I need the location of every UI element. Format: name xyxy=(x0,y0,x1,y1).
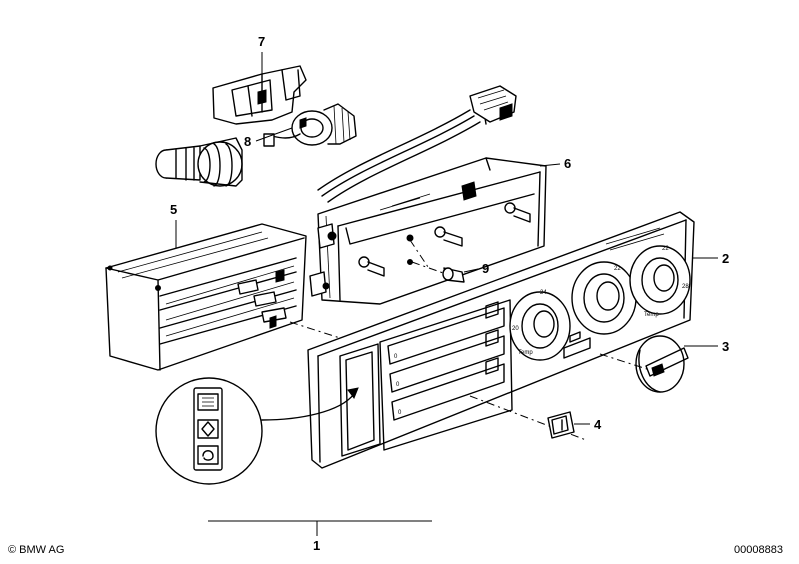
recirculation-icon xyxy=(197,445,219,465)
dial-left-label: Temp xyxy=(518,350,533,356)
callout-7: 7 xyxy=(258,34,265,74)
temperature-dial-right: 22 28 Temp xyxy=(629,245,691,318)
diagram-number: 00008883 xyxy=(734,544,783,556)
slot-indicator-top: 0 xyxy=(394,354,398,360)
part-3-rotary-knob xyxy=(599,335,689,393)
callout-5: 5 xyxy=(170,202,177,248)
svg-text:9: 9 xyxy=(482,261,489,276)
svg-text:3: 3 xyxy=(722,339,729,354)
svg-text:8: 8 xyxy=(244,134,251,149)
part-5-slider-module xyxy=(105,223,341,371)
callout-1: 1 xyxy=(208,520,432,553)
rear-defrost-icon xyxy=(197,393,219,411)
temperature-dial-middle: 22 xyxy=(571,261,637,335)
slider-slot-bottom: 0 xyxy=(391,363,505,421)
svg-text:4: 4 xyxy=(594,417,602,432)
callout-2: 2 xyxy=(692,251,729,266)
detail-callout-circle xyxy=(155,377,359,485)
dial-right-label: Temp xyxy=(644,312,659,318)
part-2-front-panel: 0 0 0 20 24 Temp 22 xyxy=(307,211,695,469)
dial-left-scale-mid: 24 xyxy=(540,290,547,296)
svg-text:2: 2 xyxy=(722,251,729,266)
wiring-harness xyxy=(317,85,517,203)
svg-text:5: 5 xyxy=(170,202,177,217)
slider-slot-middle: 0 xyxy=(389,335,505,393)
dial-middle-scale: 22 xyxy=(614,266,621,272)
part-9-bulb xyxy=(411,261,465,283)
slot-indicator-bottom: 0 xyxy=(398,410,402,416)
callout-8: 8 xyxy=(244,127,293,149)
callout-6: 6 xyxy=(539,156,571,171)
part-6-control-unit xyxy=(309,157,547,305)
svg-text:6: 6 xyxy=(564,156,571,171)
dial-right-scale-max: 28 xyxy=(682,284,689,290)
slider-slot-top: 0 xyxy=(387,307,505,365)
svg-text:1: 1 xyxy=(313,538,320,553)
part-4-push-button xyxy=(547,411,575,439)
callout-4: 4 xyxy=(574,417,602,432)
copyright-text: © BMW AG xyxy=(8,544,64,556)
temperature-dial-left: 20 24 Temp xyxy=(509,290,571,361)
dial-left-scale-min: 20 xyxy=(512,326,519,332)
fresh-air-icon xyxy=(197,419,219,439)
slot-indicator-middle: 0 xyxy=(396,382,400,388)
part-8-bulb-holder xyxy=(155,103,357,187)
callout-3: 3 xyxy=(684,339,729,354)
dial-right-scale-mid: 22 xyxy=(662,246,669,252)
svg-text:7: 7 xyxy=(258,34,265,49)
part-7-clip-bracket xyxy=(212,65,307,125)
callout-9: 9 xyxy=(463,261,489,276)
